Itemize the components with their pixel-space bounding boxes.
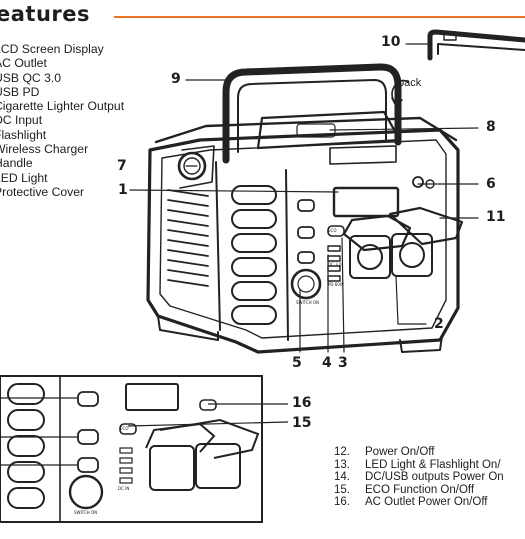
callout-8: 8 xyxy=(486,119,496,135)
dc-usb-button xyxy=(298,252,314,263)
switch-label: SWITCH ON xyxy=(296,300,319,305)
callout-4: 4 xyxy=(322,355,332,371)
callout-16: 16 xyxy=(292,395,311,411)
callout-2: 2 xyxy=(434,316,444,332)
usb-a-label: QC 3.0 xyxy=(328,262,342,267)
callout-11: 11 xyxy=(486,209,505,225)
function-item: 12.Power On/Off xyxy=(334,446,504,459)
inset-dc-label: DC IN xyxy=(118,486,129,491)
light-button xyxy=(298,227,314,238)
eco-label: ECO xyxy=(328,228,336,233)
usb-c-label: PD 60W xyxy=(328,282,344,287)
side-vents xyxy=(168,190,208,286)
back-label: back xyxy=(398,77,421,89)
function-item: 13.LED Light & Flashlight On/ xyxy=(334,459,504,472)
cigarette-lighter-output xyxy=(292,270,320,298)
callout-1: 1 xyxy=(118,182,128,198)
callout-3: 3 xyxy=(338,355,348,371)
callout-10: 10 xyxy=(381,34,400,50)
callout-15: 15 xyxy=(292,415,311,431)
callout-9: 9 xyxy=(171,71,181,87)
inset-switch-label: SWITCH ON xyxy=(74,510,97,515)
callout-leaders xyxy=(130,44,478,352)
inset-eco-label: ECO xyxy=(120,426,128,431)
callout-7: 7 xyxy=(117,158,127,174)
function-item: 15.ECO Function On/Off xyxy=(334,484,504,497)
led-light xyxy=(413,177,423,187)
callout-6: 6 xyxy=(486,176,496,192)
lcd-screen xyxy=(334,188,398,216)
inset-closeup xyxy=(0,376,288,522)
device-body xyxy=(148,130,458,352)
function-item: 16.AC Outlet Power On/Off xyxy=(334,496,504,509)
callout-5: 5 xyxy=(292,355,302,371)
power-button xyxy=(298,200,314,211)
function-list: 12.Power On/Off 13.LED Light & Flashligh… xyxy=(334,446,504,509)
function-item: 14.DC/USB outputs Power On xyxy=(334,471,504,484)
side-grips xyxy=(232,186,276,324)
